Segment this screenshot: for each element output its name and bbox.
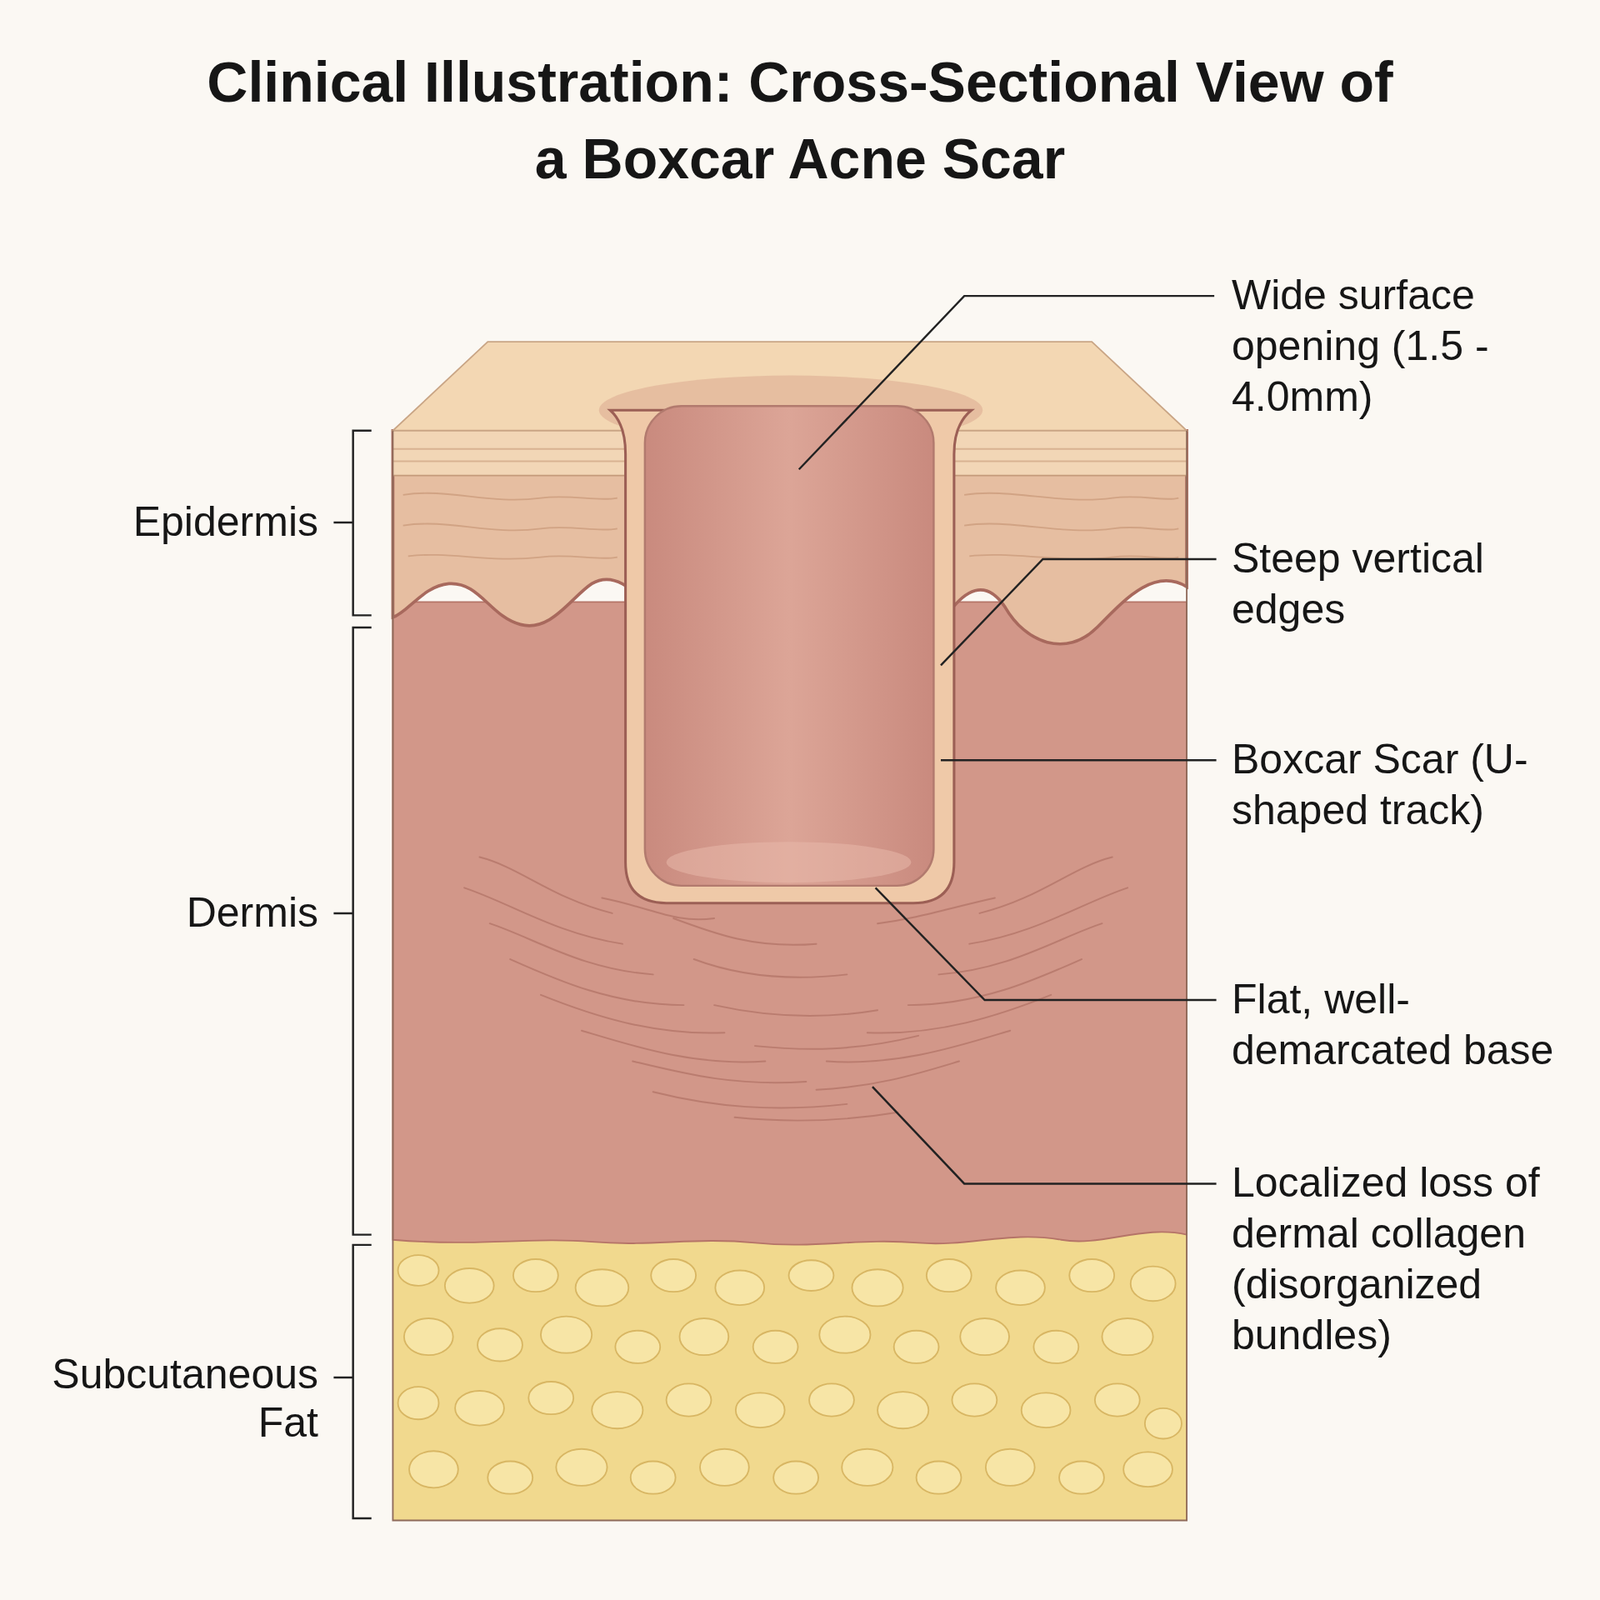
callout-label: Localized loss of dermal collagen (disor… (1231, 1157, 1590, 1361)
bracket (333, 430, 371, 616)
fat-cell (540, 1316, 592, 1354)
fat-cell (951, 1383, 997, 1416)
pit-floor (666, 841, 912, 883)
fat-cell (630, 1460, 676, 1494)
leader-line (799, 295, 1215, 470)
collagen-fiber (510, 959, 684, 1005)
fat-cell (715, 1270, 765, 1305)
fat-cell (1033, 1330, 1079, 1364)
leader-line (872, 1086, 1217, 1184)
fat-cell (487, 1460, 533, 1494)
fat-cell (1069, 1259, 1115, 1292)
fat-cell (1130, 1266, 1176, 1302)
fat-cell (926, 1259, 972, 1292)
callout-label: Flat, well-demarcated base (1231, 974, 1590, 1076)
collagen-fiber (755, 1035, 919, 1050)
collagen-fiber (908, 959, 1082, 1005)
fat-cell (819, 1316, 870, 1354)
fat-cell (700, 1449, 750, 1486)
leader-line (940, 759, 1217, 761)
cell-line (408, 555, 618, 560)
fat-cell (615, 1330, 660, 1364)
cell-line (403, 493, 618, 500)
collagen-fiber (980, 857, 1113, 914)
collagen-fiber (632, 1060, 806, 1083)
fat-layer (392, 1219, 1187, 1520)
fat-cell (773, 1460, 819, 1494)
collagen-fiber (969, 887, 1128, 944)
fat-cell (680, 1318, 730, 1355)
layer-label: Epidermis (68, 496, 319, 548)
collagen-fiber (653, 1091, 848, 1108)
collagen-fiber (581, 1030, 765, 1063)
fat-cell (445, 1268, 495, 1304)
collagen-fiber (480, 857, 613, 914)
fat-cell (398, 1386, 440, 1420)
fat-cell (789, 1260, 835, 1291)
fat-cell (841, 1449, 893, 1486)
fat-cell (650, 1259, 696, 1292)
fat-cell (1123, 1451, 1173, 1487)
collagen-fiber (714, 1005, 878, 1016)
fat-cell (753, 1330, 799, 1364)
fat-cell (916, 1460, 962, 1494)
fat-cell (894, 1330, 940, 1364)
fat-cell (809, 1383, 855, 1416)
collagen-fiber (816, 1060, 960, 1090)
fat-cell (995, 1270, 1045, 1305)
collagen-fiber (464, 887, 623, 944)
fat-cell (851, 1269, 903, 1306)
collagen-fiber (735, 1112, 899, 1121)
fat-cell (1021, 1392, 1071, 1428)
cell-line (964, 523, 1179, 530)
fat-cell (591, 1391, 643, 1429)
bracket (333, 627, 371, 1235)
fat-cell (1145, 1408, 1182, 1440)
fat-cells (398, 1255, 1182, 1495)
fat-cell (528, 1381, 574, 1415)
collagen-fiber (673, 918, 816, 945)
cell-line (403, 523, 618, 530)
fat-cell (1059, 1460, 1105, 1494)
collagen-fiber (540, 995, 725, 1034)
leader-line (875, 887, 1217, 1000)
fat-cell (735, 1392, 785, 1428)
collagen-fiber (490, 923, 654, 975)
layer-brackets (333, 430, 371, 1519)
fat-cell (985, 1449, 1035, 1486)
callout-label: Wide surface opening (1.5 - 4.0mm) (1231, 270, 1590, 423)
bracket (333, 1245, 371, 1519)
block-outline (392, 430, 1187, 1521)
collagen-fiber (939, 923, 1103, 975)
callout-label: Steep vertical edges (1231, 533, 1590, 635)
fat-cell (409, 1450, 459, 1488)
fat-cell (404, 1318, 454, 1355)
collagen-fiber (826, 1030, 1010, 1063)
collagen-fiber (694, 959, 848, 978)
fat-cell (555, 1449, 607, 1486)
fat-cell (455, 1390, 505, 1426)
fat-cell (398, 1255, 440, 1286)
leader-lines (799, 295, 1217, 1184)
fat-cell (513, 1259, 559, 1292)
fat-cell (877, 1391, 929, 1429)
callout-label: Boxcar Scar (U-shaped track) (1231, 734, 1590, 836)
scar-pit (645, 405, 935, 886)
layer-label: Dermis (68, 887, 319, 939)
leader-line (940, 559, 1217, 665)
fat-cell (575, 1269, 630, 1306)
figure-title: Clinical Illustration: Cross-Sectional V… (191, 43, 1409, 197)
fat-cell (666, 1383, 712, 1416)
fat-cell (960, 1318, 1010, 1355)
layer-label: Subcutaneous Fat (35, 1350, 319, 1447)
fat-cell (1101, 1318, 1153, 1355)
fat-cell (1095, 1383, 1140, 1416)
cell-line (964, 493, 1179, 500)
fat-cell (477, 1328, 523, 1361)
